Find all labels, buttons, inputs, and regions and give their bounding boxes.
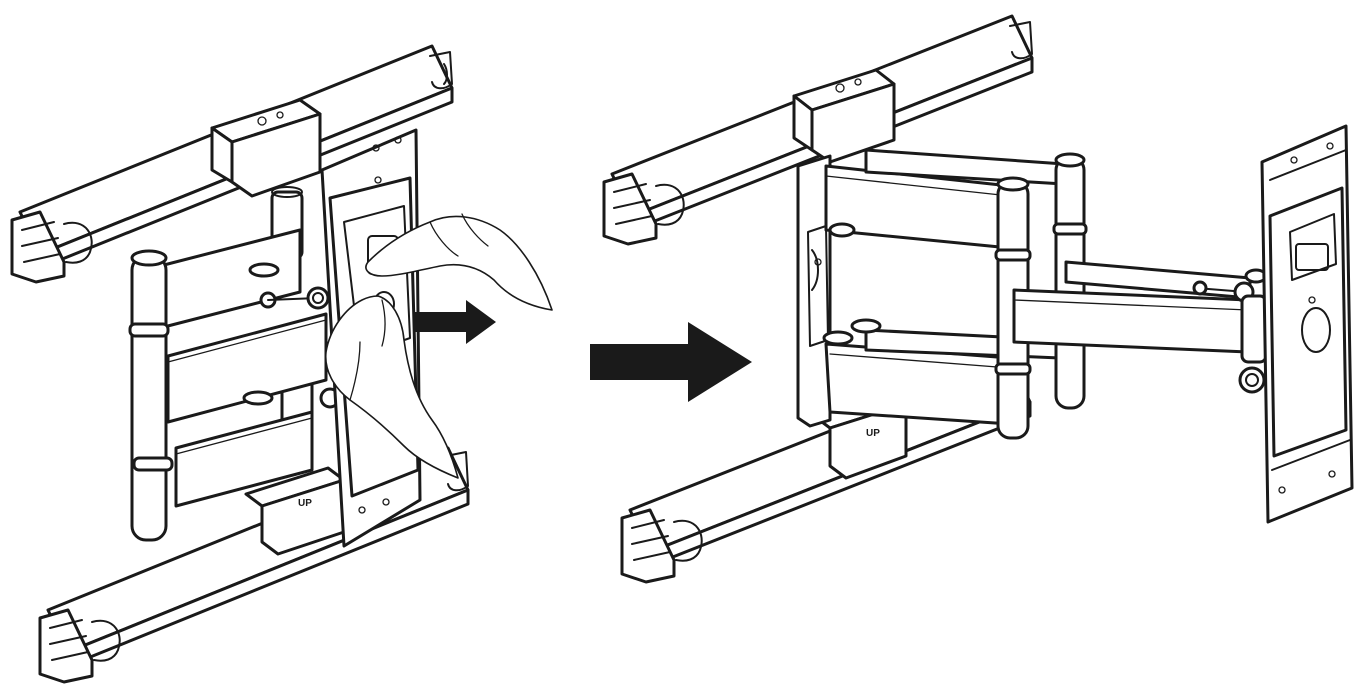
- tv-plate-right: [1260, 124, 1354, 524]
- top-clamp-left: [210, 98, 322, 198]
- elbow-post-left: [128, 249, 174, 542]
- hand-upper: [365, 213, 553, 311]
- wall-plate-right: [796, 154, 832, 428]
- plate-stamp-text: UP: [298, 498, 312, 509]
- mount-folded-view: UP: [10, 44, 553, 684]
- hand-lower: [325, 295, 459, 479]
- inner-arms-right: [824, 148, 1066, 426]
- pull-direction-arrow: [414, 300, 496, 344]
- folded-arms-left: [158, 228, 328, 508]
- top-clamp-right: [792, 68, 896, 164]
- plate-stamp-text-extended: UP: [866, 428, 880, 439]
- wall-pivot-bolts-right: [822, 222, 882, 346]
- outer-arms-right: [1012, 260, 1255, 354]
- transition-arrow: [590, 322, 752, 402]
- mount-extended-view: UP: [602, 14, 1354, 584]
